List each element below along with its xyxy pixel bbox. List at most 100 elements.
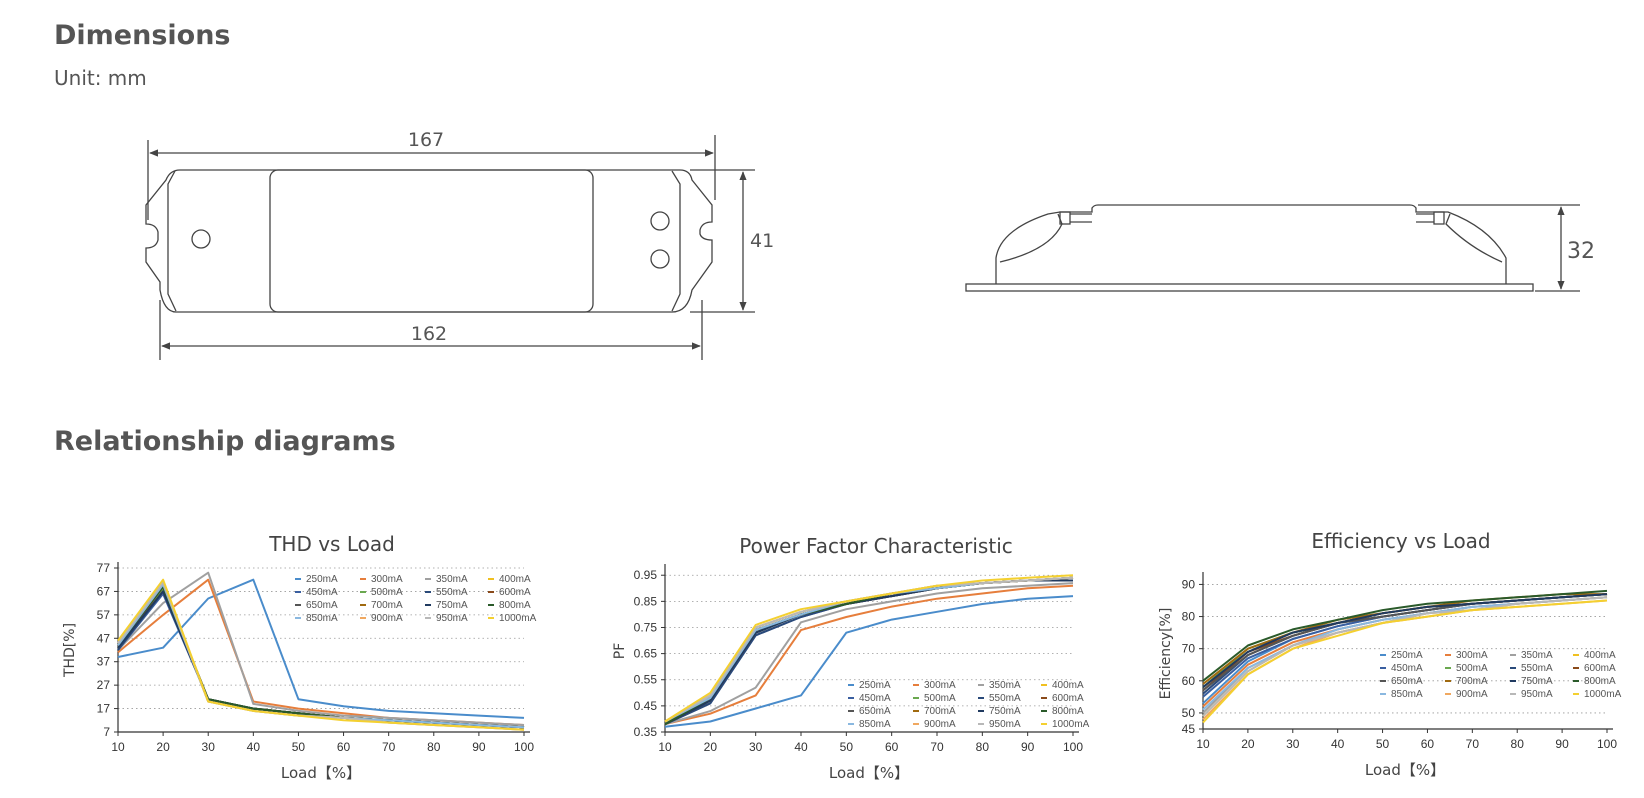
legend-label: 300mA — [1456, 650, 1488, 661]
series-line-350mA — [1202, 596, 1608, 714]
legend-label: 700mA — [1456, 676, 1488, 687]
chart-title: Power Factor Characteristic — [739, 534, 1013, 558]
x-tick-label: 80 — [1511, 737, 1525, 751]
legend-label: 400mA — [499, 574, 531, 585]
x-tick-label: 60 — [885, 740, 899, 754]
y-tick-label: 37 — [97, 655, 111, 669]
legend-label: 450mA — [859, 693, 891, 704]
chart-title: Efficiency vs Load — [1311, 529, 1490, 553]
chart-title: THD vs Load — [268, 532, 395, 556]
legend-label: 950mA — [989, 719, 1021, 730]
x-tick-label: 70 — [382, 740, 396, 754]
legend-label: 550mA — [989, 693, 1021, 704]
series-line-850mA — [117, 583, 525, 729]
legend-label: 1000mA — [1052, 719, 1090, 730]
series-line-450mA — [664, 576, 1074, 726]
legend-label: 650mA — [1391, 676, 1423, 687]
y-tick-label: 45 — [1182, 722, 1196, 736]
x-tick-label: 90 — [1021, 740, 1035, 754]
legend-label: 900mA — [1456, 689, 1488, 700]
relationship-title: Relationship diagrams — [54, 426, 396, 457]
dimension-drawings: 167 162 41 32 — [145, 129, 1595, 360]
legend-label: 900mA — [371, 613, 403, 624]
y-tick-label: 0.45 — [634, 699, 658, 713]
dim-height: 32 — [1567, 239, 1595, 264]
x-tick-label: 30 — [749, 740, 763, 754]
series-line-600mA — [664, 579, 1073, 726]
y-axis-label: THD[%] — [62, 623, 78, 678]
x-tick-label: 10 — [658, 740, 672, 754]
series-line-300mA — [117, 578, 525, 726]
y-tick-label: 27 — [97, 678, 111, 692]
series-line-550mA — [1202, 593, 1608, 695]
legend-label: 950mA — [436, 613, 468, 624]
series-line-500mA — [117, 588, 525, 729]
dim-length-outer: 167 — [408, 129, 444, 151]
series-line-450mA — [117, 592, 525, 729]
y-tick-label: 0.35 — [634, 725, 658, 739]
series-line-550mA — [664, 579, 1073, 726]
series-line-850mA — [1202, 596, 1608, 711]
legend-label: 500mA — [924, 693, 956, 704]
series-line-650mA — [1202, 593, 1608, 692]
series-line-350mA — [664, 582, 1074, 726]
y-tick-label: 0.75 — [634, 620, 658, 634]
series-line-800mA — [664, 576, 1074, 726]
legend-label: 550mA — [436, 587, 468, 598]
series-line-800mA — [117, 585, 525, 729]
y-tick-label: 57 — [97, 608, 111, 622]
series-line-500mA — [1202, 593, 1608, 688]
legend-label: 650mA — [306, 600, 338, 611]
x-axis-label: Load【%】 — [281, 764, 361, 782]
series-line-700mA — [117, 583, 525, 729]
legend-label: 950mA — [1521, 689, 1553, 700]
legend-label: 650mA — [859, 706, 891, 717]
legend-label: 1000mA — [499, 613, 537, 624]
y-tick-label: 17 — [97, 702, 111, 716]
y-tick-label: 50 — [1182, 706, 1196, 720]
legend-label: 350mA — [1521, 650, 1553, 661]
legend-label: 250mA — [1391, 650, 1423, 661]
series-line-950mA — [664, 576, 1074, 723]
series-line-400mA — [117, 583, 525, 729]
y-tick-label: 90 — [1182, 577, 1196, 591]
legend-label: 500mA — [371, 587, 403, 598]
x-tick-label: 80 — [427, 740, 441, 754]
legend-label: 800mA — [499, 600, 531, 611]
series-line-350mA — [117, 571, 525, 726]
legend-label: 400mA — [1584, 650, 1616, 661]
series-line-1000mA — [1202, 599, 1608, 724]
legend-label: 300mA — [924, 680, 956, 691]
series-line-550mA — [117, 590, 525, 729]
x-tick-label: 90 — [1555, 737, 1569, 751]
legend-label: 550mA — [1521, 663, 1553, 674]
x-tick-label: 20 — [704, 740, 718, 754]
series-line-950mA — [117, 581, 525, 731]
x-tick-label: 50 — [840, 740, 854, 754]
x-tick-label: 40 — [794, 740, 808, 754]
x-tick-label: 10 — [1196, 737, 1210, 751]
series-line-1000mA — [664, 574, 1074, 723]
x-axis-label: Load【%】 — [829, 764, 909, 782]
legend-label: 350mA — [436, 574, 468, 585]
y-tick-label: 47 — [97, 631, 111, 645]
x-tick-label: 60 — [1421, 737, 1435, 751]
legend-label: 850mA — [859, 719, 891, 730]
x-tick-label: 10 — [111, 740, 125, 754]
y-tick-label: 70 — [1182, 642, 1196, 656]
series-line-1000mA — [117, 578, 525, 731]
series-line-900mA — [117, 581, 525, 731]
series-line-500mA — [664, 576, 1074, 726]
x-tick-label: 100 — [1597, 737, 1617, 751]
x-tick-label: 70 — [930, 740, 944, 754]
legend-label: 700mA — [924, 706, 956, 717]
legend-label: 800mA — [1584, 676, 1616, 687]
x-tick-label: 70 — [1466, 737, 1480, 751]
front-view-drawing — [145, 135, 755, 360]
x-tick-label: 20 — [156, 740, 170, 754]
legend-label: 450mA — [306, 587, 338, 598]
y-tick-label: 67 — [97, 584, 111, 598]
series-line-250mA — [117, 578, 525, 719]
series-line-650mA — [117, 590, 525, 729]
